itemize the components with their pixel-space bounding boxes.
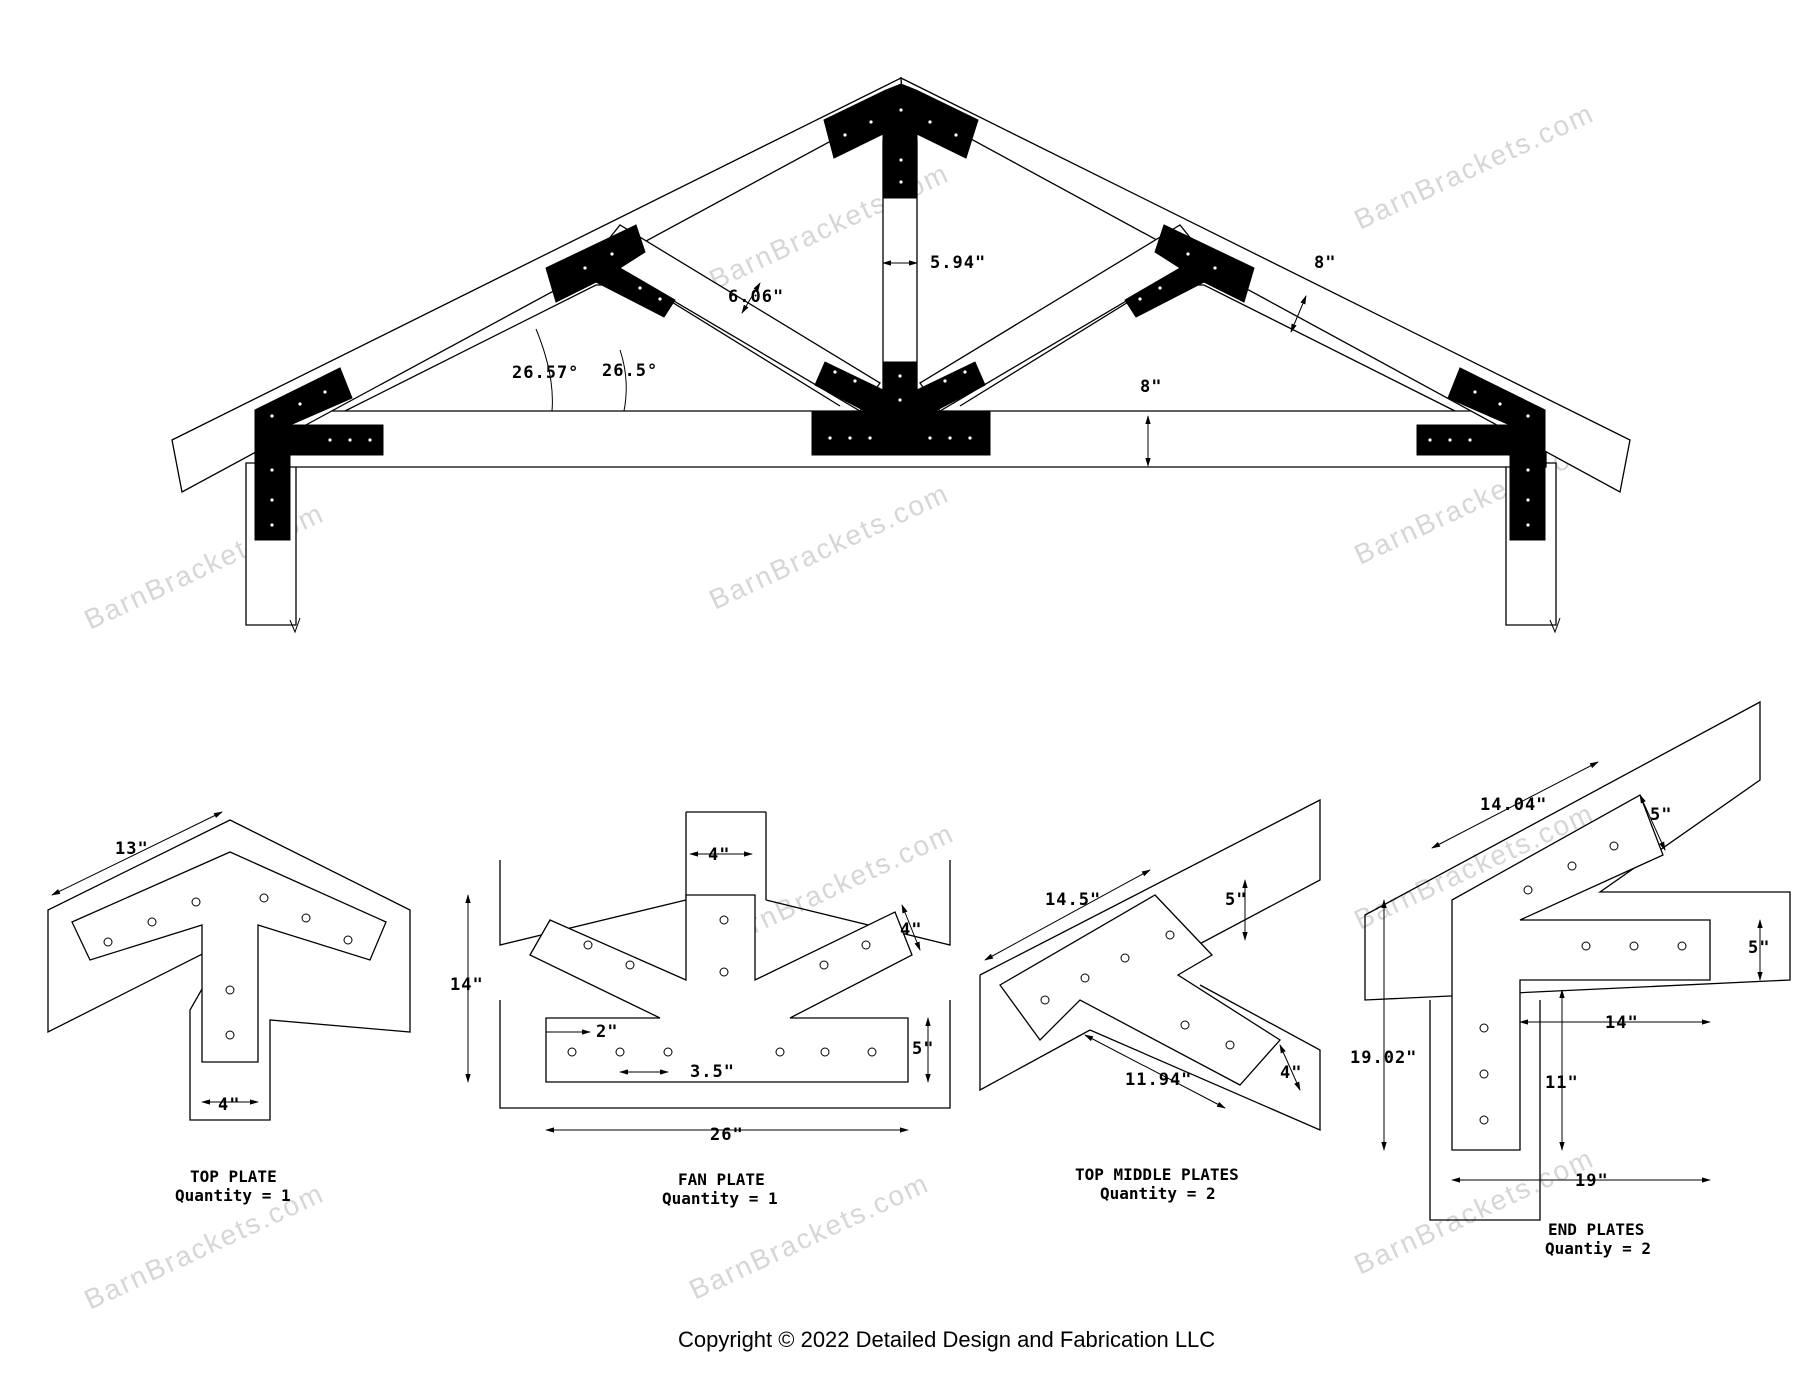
kingpost-width-dim: 5.94" [930, 253, 986, 273]
end-leg-length-dim: 11" [1545, 1073, 1579, 1093]
watermark: BarnBrackets.com [1349, 1142, 1598, 1280]
top-plate-detail: 13" 4" TOP PLATE Quantity = 1 [47, 811, 411, 1205]
fan-base-height-dim: 5" [912, 1039, 934, 1059]
truss-elevation: 5.94" 6.06" 8" 8" 26.57° 26.5° [171, 76, 1631, 634]
top-plate-outline [71, 851, 387, 1063]
copyright-text: Copyright © 2022 Detailed Design and Fab… [678, 1327, 1215, 1352]
top-plate-quantity: Quantity = 1 [175, 1186, 291, 1205]
top-middle-plate-right [1124, 224, 1255, 318]
top-middle-plates-title: TOP MIDDLE PLATES [1075, 1165, 1239, 1184]
top-plate-length-dim: 13" [115, 839, 149, 859]
end-plate-right [1416, 367, 1546, 541]
watermark: BarnBrackets.com [704, 477, 953, 615]
tm-lower-width-dim: 4" [1280, 1063, 1302, 1083]
end-arm-width-dim: 5" [1748, 938, 1770, 958]
end-plates-detail: 14.04" 5" 5" 19.02" 14" 11" 19" END PLAT… [1350, 700, 1791, 1258]
tm-lower-length-dim: 11.94" [1125, 1070, 1192, 1090]
bolt-holes [270, 108, 1530, 527]
fan-plate-installed [811, 361, 991, 456]
left-strut [595, 224, 881, 412]
end-diag-length-dim: 14.04" [1480, 795, 1547, 815]
web-width-dim: 6.06" [728, 287, 784, 307]
angle-a-dim: 26.57° [512, 363, 579, 383]
end-arm-inner-dim: 14" [1605, 1013, 1639, 1033]
tie-width-dim: 8" [1140, 377, 1162, 397]
fan-plate-title: FAN PLATE [678, 1170, 765, 1189]
fan-plate-detail: 4" 4" 14" 2" 3.5" 5" 26" FAN PLATE Quant… [450, 811, 951, 1208]
angle-b-dim: 26.5° [602, 361, 658, 381]
top-plate-title: TOP PLATE [190, 1167, 277, 1186]
fan-stem-dim: 4" [708, 845, 730, 865]
top-plate-stem-dim: 4" [218, 1095, 240, 1115]
end-plates-title: END PLATES [1548, 1220, 1644, 1239]
watermark: BarnBrackets.com [1349, 97, 1598, 235]
fan-base-length-dim: 26" [710, 1125, 744, 1145]
tm-upper-width-dim: 5" [1225, 890, 1247, 910]
top-middle-plates-detail: 14.5" 5" 11.94" 4" TOP MIDDLE PLATES Qua… [979, 798, 1321, 1203]
end-plates-quantity: Quantiy = 2 [1545, 1239, 1651, 1258]
fan-plate-outline [529, 894, 913, 1083]
right-strut [919, 224, 1205, 412]
rafter-width-dim: 8" [1314, 253, 1336, 273]
fan-hole-spacing-dim: 3.5" [690, 1062, 735, 1082]
fan-height-dim: 14" [450, 975, 484, 995]
top-middle-plate-left [545, 224, 676, 318]
watermarks: BarnBrackets.com BarnBrackets.com BarnBr… [79, 97, 1598, 1315]
fan-arm-dim: 4" [900, 920, 922, 940]
end-total-width-dim: 19" [1575, 1171, 1609, 1191]
end-height-dim: 19.02" [1350, 1048, 1417, 1068]
top-middle-plates-quantity: Quantity = 2 [1100, 1184, 1216, 1203]
fan-plate-quantity: Quantity = 1 [662, 1189, 778, 1208]
tm-upper-length-dim: 14.5" [1045, 890, 1101, 910]
end-diag-width-dim: 5" [1650, 805, 1672, 825]
top-plate-installed [823, 83, 979, 199]
end-plate-left [254, 367, 384, 541]
fan-hole-offset-dim: 2" [596, 1022, 618, 1042]
